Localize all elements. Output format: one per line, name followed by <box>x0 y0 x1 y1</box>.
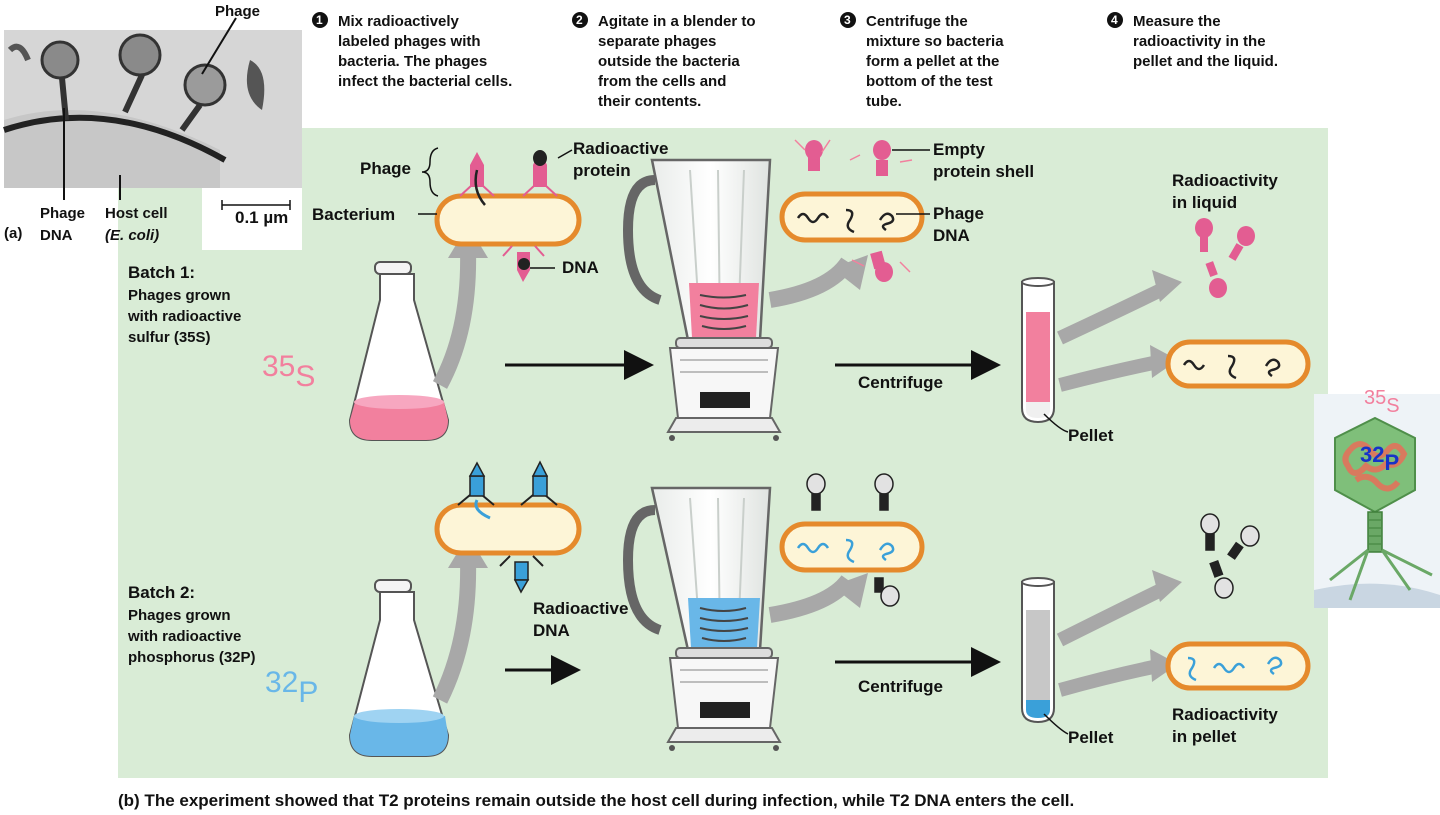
svg-text:their contents.: their contents. <box>598 93 701 110</box>
bacterium-batch1 <box>434 150 582 282</box>
photo-phage-label: Phage <box>215 3 260 20</box>
gray-arrow-flask2 <box>432 559 477 704</box>
photo-panel-label: (a) <box>4 225 22 242</box>
empty-shell-label: Empty <box>933 140 986 159</box>
step-3: 3 Centrifuge the mixture so bacteria for… <box>840 12 1004 110</box>
batch2-line-1: Phages grown <box>128 607 231 624</box>
svg-text:radioactivity in the: radioactivity in the <box>1133 33 1266 50</box>
phage-dna-label: Phage <box>933 204 984 223</box>
gray-arrow-liquid1 <box>1057 281 1169 345</box>
t2-phage-model <box>1314 394 1440 608</box>
gray-arrow-pellet1 <box>1058 355 1160 392</box>
batch2-line-3: phosphorus (32P) <box>128 649 256 666</box>
pellet-label-1: Pellet <box>1068 426 1114 445</box>
model-label-32p: 32P <box>1360 442 1399 475</box>
radioactive-dna-label-2: DNA <box>533 621 570 640</box>
svg-text:2: 2 <box>576 13 583 27</box>
flask-batch1 <box>348 261 450 441</box>
empty-shell-label-2: protein shell <box>933 162 1034 181</box>
radioactivity-pellet-label: Radioactivity <box>1172 705 1278 724</box>
pellet-cell-batch2 <box>1165 641 1311 691</box>
batch1-title: Batch 1: <box>128 263 195 282</box>
blender-batch2 <box>622 486 782 751</box>
flask-batch2 <box>348 579 450 757</box>
centrifuge-label-1: Centrifuge <box>858 373 943 392</box>
batch1-line-2: with radioactive <box>127 308 241 325</box>
svg-text:bacteria. The phages: bacteria. The phages <box>338 53 487 70</box>
svg-text:outside the bacteria: outside the bacteria <box>598 53 740 70</box>
svg-text:bottom of the test: bottom of the test <box>866 73 993 90</box>
blender-batch1 <box>622 158 782 441</box>
batch1-line-1: Phages grown <box>128 287 231 304</box>
batch1-line-3: sulfur (35S) <box>128 329 211 346</box>
radioactive-dna-label: Radioactive <box>533 599 628 618</box>
step-4: 4 Measure the radioactivity in the pelle… <box>1107 12 1278 70</box>
svg-text:infect the bacterial cells.: infect the bacterial cells. <box>338 73 512 90</box>
photo-phage-dna-label-2: DNA <box>40 227 73 244</box>
svg-text:4: 4 <box>1111 13 1118 27</box>
separated-cell-batch2 <box>779 473 925 607</box>
radioactivity-liquid-label-2: in liquid <box>1172 193 1237 212</box>
svg-text:Centrifuge the: Centrifuge the <box>866 13 968 30</box>
gray-arrow-pellet2 <box>1058 659 1160 697</box>
radioactive-protein-label-2: protein <box>573 161 631 180</box>
svg-text:Measure the: Measure the <box>1133 13 1221 30</box>
pellet-label-2: Pellet <box>1068 728 1114 747</box>
bacterium-label: Bacterium <box>312 205 395 224</box>
radioactive-protein-label: Radioactive <box>573 139 668 158</box>
svg-text:mixture so bacteria: mixture so bacteria <box>866 33 1004 50</box>
batch2-title: Batch 2: <box>128 583 195 602</box>
model-label-35s: 35S <box>1364 387 1400 417</box>
photo-host-cell-label-2: (E. coli) <box>105 227 159 244</box>
svg-text:Agitate in a blender to: Agitate in a blender to <box>598 13 756 30</box>
caption: (b) The experiment showed that T2 protei… <box>118 791 1074 810</box>
svg-text:tube.: tube. <box>866 93 902 110</box>
centrifuge-label-2: Centrifuge <box>858 677 943 696</box>
batch1-isotope: 35S <box>262 350 315 393</box>
photo-host-cell-label: Host cell <box>105 205 168 222</box>
gray-arrow-flask1 <box>432 249 477 389</box>
svg-text:separate phages: separate phages <box>598 33 716 50</box>
svg-text:3: 3 <box>844 13 851 27</box>
dna-label: DNA <box>562 258 599 277</box>
step-2: 2 Agitate in a blender to separate phage… <box>572 12 756 110</box>
batch2-isotope: 32P <box>265 666 318 709</box>
svg-text:pellet and the liquid.: pellet and the liquid. <box>1133 53 1278 70</box>
liquid-phages-batch2 <box>1200 513 1260 599</box>
svg-text:labeled phages with: labeled phages with <box>338 33 481 50</box>
scale-bar-label: 0.1 µm <box>235 208 288 227</box>
svg-text:form a pellet at the: form a pellet at the <box>866 53 999 70</box>
phage-label: Phage <box>360 159 411 178</box>
photo-phage-dna-label: Phage <box>40 205 85 222</box>
separated-cell-batch1 <box>779 139 925 282</box>
radioactivity-pellet-label-2: in pellet <box>1172 727 1237 746</box>
svg-text:from the cells and: from the cells and <box>598 73 726 90</box>
pellet-cell-batch1 <box>1165 339 1311 389</box>
bacterium-batch2 <box>434 460 582 594</box>
radioactivity-liquid-label: Radioactivity <box>1172 171 1278 190</box>
em-photo <box>3 30 302 250</box>
gray-arrow-liquid2 <box>1056 581 1169 647</box>
step-1: 1 Mix radioactively labeled phages with … <box>312 12 512 90</box>
phage-dna-label-2: DNA <box>933 226 970 245</box>
batch2-line-2: with radioactive <box>127 628 241 645</box>
test-tube-batch2 <box>1021 577 1055 724</box>
liquid-phages-batch1 <box>1195 218 1255 298</box>
svg-text:1: 1 <box>316 13 323 27</box>
test-tube-batch1 <box>1021 277 1055 424</box>
svg-text:Mix radioactively: Mix radioactively <box>338 13 460 30</box>
